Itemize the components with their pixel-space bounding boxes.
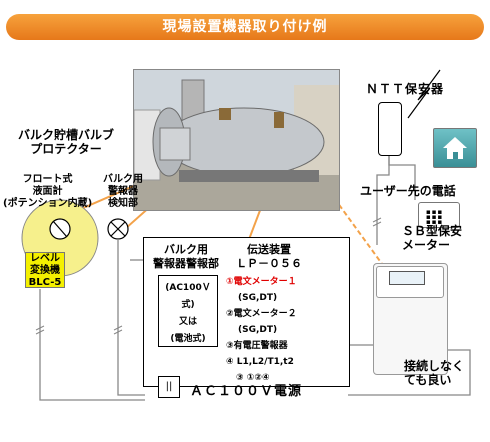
transmitter-inputs: ①電文メーター１ (SG,DT) ②電文メーター２ (SG,DT) ③有電圧警報… bbox=[226, 274, 297, 386]
house-icon bbox=[433, 128, 477, 168]
level-converter: レベル 変換機 BLC-5 bbox=[25, 252, 65, 288]
ntt-label: ＮＴＴ保安器 bbox=[366, 82, 445, 96]
input-meter-1: ①電文メーター１ bbox=[226, 277, 297, 287]
page-title: 現場設置機器取り付け例 bbox=[162, 19, 328, 35]
valve-protector-label: バルク貯槽バルブ プロテクター bbox=[18, 128, 115, 156]
input-meter-2: ②電文メーター２ bbox=[226, 309, 297, 319]
input-lines: ④ L1,L2/T1,t2 bbox=[226, 357, 294, 367]
alarm-unit-label: バルク用 警報器警報部 bbox=[153, 243, 219, 270]
title-bar: 現場設置機器取り付け例 bbox=[6, 14, 484, 40]
sb-meter-label: ＳＢ型保安 メーター bbox=[402, 224, 463, 252]
float-gauge-label: フロート式 液面計 (ポテンション内蔵) bbox=[3, 174, 93, 209]
tank-illustration bbox=[134, 70, 339, 210]
tank-photo bbox=[133, 69, 340, 211]
alarm-sensor-label: バルク用 警報器 検知部 bbox=[103, 174, 143, 209]
input-voltage-alarm: ③有電圧警報器 bbox=[226, 341, 288, 351]
power-label: ＡＣ１００Ｖ電源 bbox=[190, 384, 303, 399]
transmitter-label: 伝送装置 ＬＰ－０５６ bbox=[236, 243, 302, 270]
telephone-icon bbox=[418, 202, 460, 228]
power-type-box: (AC100Ｖ式) 又は (電池式) bbox=[158, 275, 218, 347]
meter-display-window bbox=[389, 271, 425, 285]
no-connect-label: 接続しなく ても良い bbox=[404, 359, 465, 387]
ntt-protector-icon bbox=[378, 102, 402, 156]
power-outlet-icon: || bbox=[158, 376, 180, 398]
user-phone-label: ユーザー先の電話 bbox=[360, 184, 456, 198]
telephone-keypad-icon: ▪▪▪▪▪▪▪▪▪ bbox=[426, 208, 444, 226]
radio-link-icon bbox=[407, 69, 441, 119]
